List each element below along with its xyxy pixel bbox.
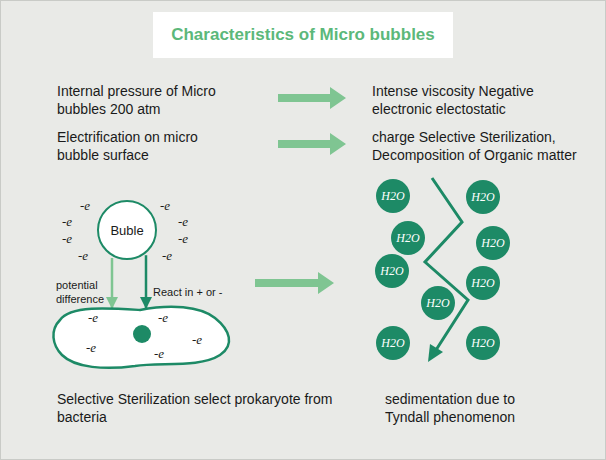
- node-text: H2O: [481, 236, 504, 251]
- caption-text: charge Selective Sterilization, Decompos…: [372, 128, 594, 164]
- connector-arrow: [111, 258, 114, 309]
- bubble-circle: Buble: [97, 200, 157, 260]
- charge-label: -e: [78, 248, 88, 264]
- water-molecule: H2O: [376, 326, 410, 360]
- charge-label: -e: [178, 214, 188, 230]
- water-molecule: H2O: [421, 286, 455, 320]
- node-text: H2O: [381, 336, 404, 351]
- caption-text: Internal pressure of Micro bubbles 200 a…: [57, 82, 227, 118]
- flow-arrow: [278, 87, 346, 109]
- charge-label: -e: [80, 198, 90, 214]
- water-molecule: H2O: [376, 179, 410, 213]
- zigzag-path: [425, 178, 468, 350]
- caption-text: sedimentation due to Tyndall phenomenon: [385, 390, 545, 426]
- diagram-title: Characteristics of Micro bubbles: [153, 12, 453, 58]
- node-text: Buble: [110, 223, 143, 238]
- node-text: H2O: [396, 231, 419, 246]
- node-text: H2O: [426, 296, 449, 311]
- charge-label: -e: [62, 231, 72, 247]
- charge-label: -e: [158, 310, 168, 326]
- bacteria-cell: -e -e -e -e -e: [50, 300, 235, 372]
- charge-label: -e: [162, 248, 172, 264]
- cell-nucleus: [133, 325, 151, 343]
- water-molecule: H2O: [466, 326, 500, 360]
- node-text: H2O: [471, 336, 494, 351]
- node-text: H2O: [381, 189, 404, 204]
- edge-label: React in + or -: [153, 286, 222, 300]
- cell-membrane: [53, 307, 229, 368]
- connector-arrow: [145, 255, 148, 309]
- charge-label: -e: [88, 310, 98, 326]
- cell-outline: [50, 300, 235, 372]
- charge-label: -e: [192, 332, 202, 348]
- flow-arrow: [255, 272, 334, 294]
- charge-label: -e: [86, 340, 96, 356]
- water-molecule: H2O: [375, 254, 409, 288]
- caption-text: Intense viscosity Negative electronic el…: [372, 82, 587, 118]
- node-text: H2O: [471, 276, 494, 291]
- charge-label: -e: [178, 231, 188, 247]
- arrow-head: [428, 344, 443, 362]
- edge-label: potential difference: [56, 279, 108, 307]
- flow-arrow: [278, 133, 346, 155]
- water-molecule: H2O: [391, 221, 425, 255]
- caption-text: Electrification on micro bubble surface: [57, 128, 207, 164]
- water-molecule: H2O: [466, 180, 500, 214]
- charge-label: -e: [160, 198, 170, 214]
- caption-text: Selective Sterilization select prokaryot…: [57, 390, 337, 426]
- charge-label: -e: [154, 346, 164, 362]
- charge-label: -e: [62, 214, 72, 230]
- water-molecule: H2O: [466, 266, 500, 300]
- node-text: H2O: [380, 264, 403, 279]
- node-text: H2O: [471, 190, 494, 205]
- water-molecule: H2O: [476, 226, 510, 260]
